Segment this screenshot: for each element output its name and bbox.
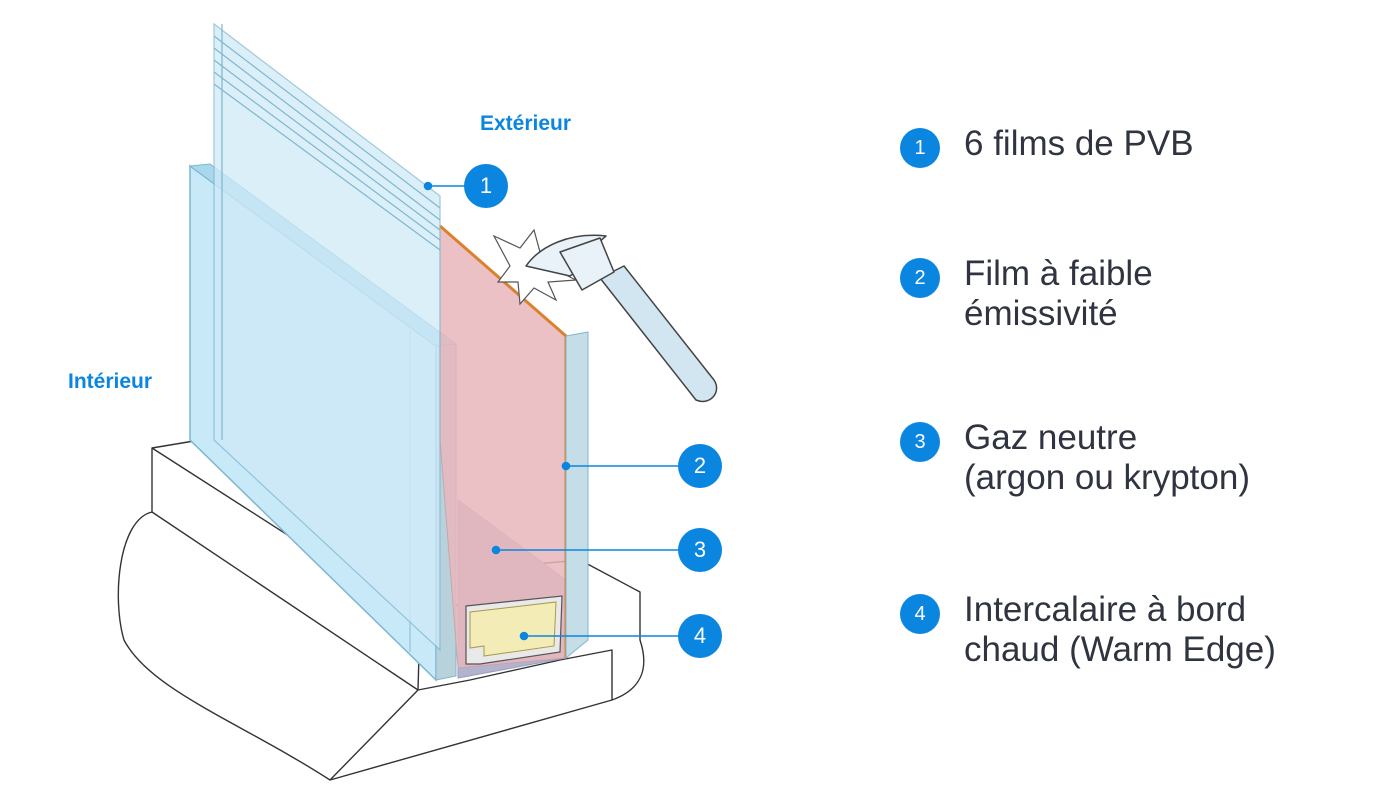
low-e-film xyxy=(439,224,589,669)
exterior-laminated-pane xyxy=(213,22,441,652)
legend-line: Intercalaire à bord xyxy=(964,590,1247,629)
legend-text: 6 films de PVB xyxy=(964,124,1194,164)
legend-item-4: 4 Intercalaire à bord chaud (Warm Edge) xyxy=(900,590,1276,670)
callout-badge-4: 4 xyxy=(678,614,722,658)
legend-line: Gaz neutre xyxy=(964,418,1138,457)
legend-line: 6 films de PVB xyxy=(964,124,1194,163)
legend-text: Gaz neutre (argon ou krypton) xyxy=(964,418,1250,498)
exterior-label: Extérieur xyxy=(480,112,572,135)
legend-item-3: 3 Gaz neutre (argon ou krypton) xyxy=(900,418,1250,498)
legend-item-1: 1 6 films de PVB xyxy=(900,124,1194,168)
callout-badge-3: 3 xyxy=(678,528,722,572)
warm-edge-spacer xyxy=(465,595,563,665)
legend-line: (argon ou krypton) xyxy=(964,458,1250,497)
legend-badge: 4 xyxy=(900,594,940,634)
interior-label: Intérieur xyxy=(68,370,153,393)
legend-text: Intercalaire à bord chaud (Warm Edge) xyxy=(964,590,1276,670)
legend-line: émissivité xyxy=(964,294,1118,333)
legend-badge: 2 xyxy=(900,258,940,298)
legend-badge: 3 xyxy=(900,422,940,462)
legend-badge: 1 xyxy=(900,128,940,168)
callout-badge-2: 2 xyxy=(678,444,722,488)
legend-item-2: 2 Film à faible émissivité xyxy=(900,254,1153,334)
legend-line: Film à faible xyxy=(964,254,1153,293)
legend-text: Film à faible émissivité xyxy=(964,254,1153,334)
legend-line: chaud (Warm Edge) xyxy=(964,630,1276,669)
callout-badge-1: 1 xyxy=(464,164,508,208)
hammer-icon xyxy=(525,234,718,403)
